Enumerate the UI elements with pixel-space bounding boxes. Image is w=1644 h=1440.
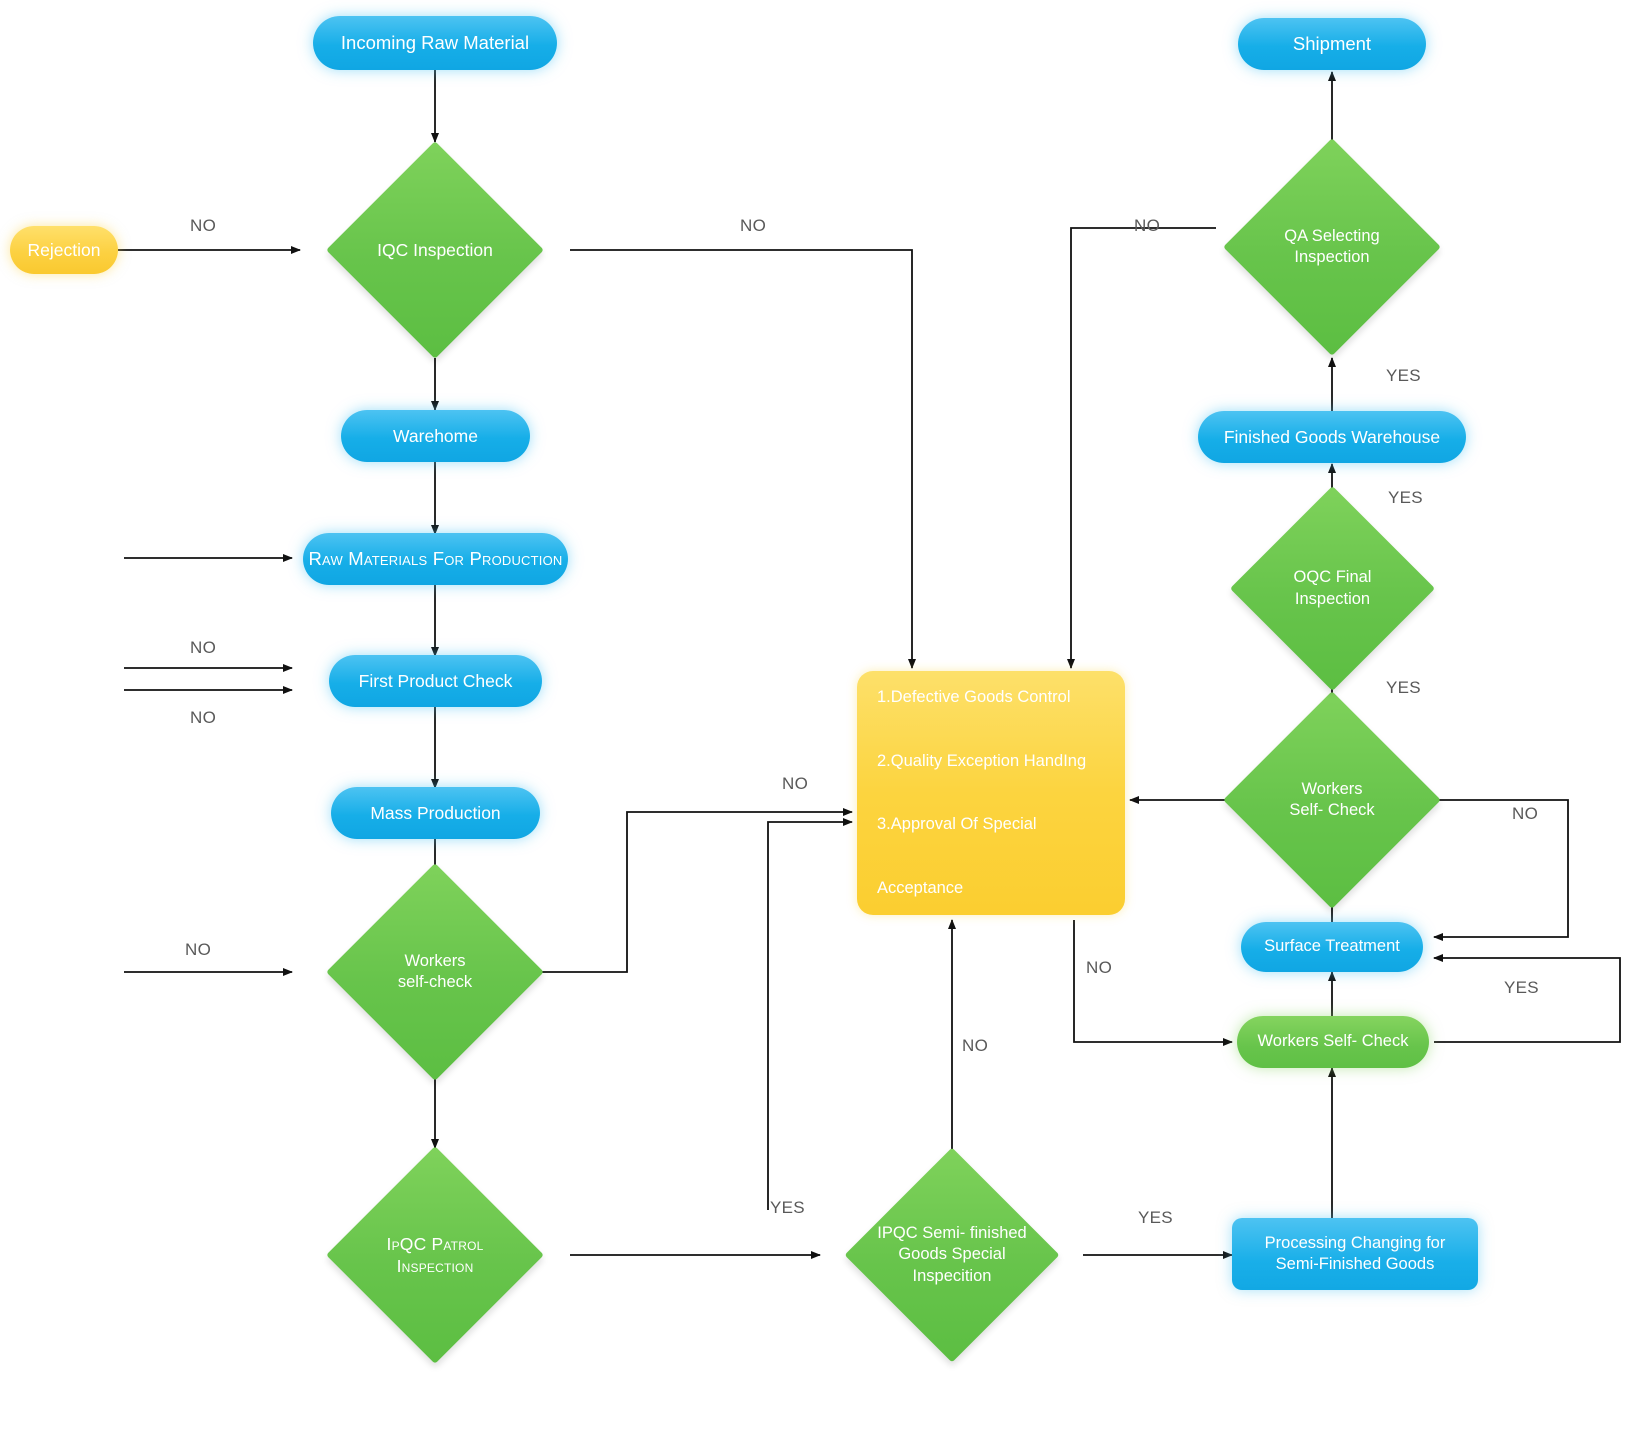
defect-line-2: 2.Quality Exception HandIng [877, 751, 1087, 770]
node-label: IPQC Semi- finished Goods Special Inspec… [877, 1224, 1027, 1285]
edge-label-workers-rect-no: NO [1086, 958, 1113, 977]
node-first-product-check[interactable]: First Product Check [329, 655, 542, 707]
node-shipment[interactable]: Shipment [1238, 18, 1426, 70]
node-qa-selecting-inspection[interactable]: QA Selecting Inspection [1223, 138, 1441, 356]
node-ipqc-semi-finished-goods-special-inspecition[interactable]: IPQC Semi- finished Goods Special Inspec… [844, 1147, 1060, 1363]
edge-label-oqc-yes: YES [1388, 488, 1423, 507]
node-oqc-final-inspection[interactable]: OQC Final Inspection [1229, 485, 1436, 692]
edge-label-iqc-no-left: NO [190, 216, 217, 235]
node-label: OQC Final Inspection [1293, 568, 1372, 608]
node-defective-goods-control-box[interactable]: 1.Defective Goods Control 2.Quality Exce… [857, 671, 1125, 915]
node-iqc-inspection[interactable]: IQC Inspection [326, 141, 544, 359]
edge-label-ipqc-semi-no: NO [962, 1036, 989, 1055]
node-label: IQC Inspection [377, 239, 493, 260]
node-raw-materials-for-production[interactable]: Raw Materials For Production [303, 533, 568, 585]
node-mass-production[interactable]: Mass Production [331, 787, 540, 839]
node-workers-self-check-left[interactable]: Workers self-check [326, 863, 544, 1081]
edge-label-first-product-loop-no: NO [190, 708, 217, 727]
node-workers-self-check-rect[interactable]: Workers Self- Check [1237, 1016, 1429, 1068]
node-label: Workers self-check [397, 951, 473, 991]
edge-label-iqc-no-right: NO [740, 216, 767, 235]
node-ipqc-patrol-inspection[interactable]: IpQC Patrol Inspection [326, 1146, 544, 1364]
node-rejection[interactable]: Rejection [10, 226, 118, 274]
edge-label-workers-right-yes: YES [1386, 678, 1421, 697]
node-finished-goods-warehouse[interactable]: Finished Goods Warehouse [1198, 411, 1466, 463]
edge-label-processing-yes: YES [1138, 1208, 1173, 1227]
defect-line-3: 3.Approval Of Special [877, 815, 1037, 834]
edge-label-fgw-yes: YES [1386, 366, 1421, 385]
defect-box-lines: 1.Defective Goods Control 2.Quality Exce… [857, 656, 1125, 931]
node-label: QA Selecting Inspection [1284, 226, 1380, 266]
node-label: Workers Self- Check [1289, 779, 1375, 819]
node-label: IpQC Patrol Inspection [386, 1233, 484, 1276]
edge-label-ipqc-semi-yes: YES [770, 1198, 805, 1217]
edge-label-workers-rect-yes: YES [1504, 978, 1539, 997]
defect-line-1: 1.Defective Goods Control [877, 688, 1071, 707]
node-surface-treatment[interactable]: Surface Treatment [1241, 922, 1423, 972]
edge-label-workers-left-no-to-box: NO [782, 774, 809, 793]
edge-label-qa-no: NO [1134, 216, 1161, 235]
node-workers-self-check-right[interactable]: Workers Self- Check [1223, 691, 1441, 909]
node-processing-changing-for-semi-finished-goods[interactable]: Processing Changing for Semi-Finished Go… [1232, 1218, 1478, 1290]
node-incoming-raw-material[interactable]: Incoming Raw Material [313, 16, 557, 70]
node-warehome[interactable]: Warehome [341, 410, 530, 462]
edge-label-raw-materials-loop-no: NO [190, 638, 217, 657]
edge-label-workers-right-no: NO [1512, 804, 1539, 823]
defect-line-4: Acceptance [877, 878, 964, 897]
edge-label-workers-left-loop-no: NO [185, 940, 212, 959]
